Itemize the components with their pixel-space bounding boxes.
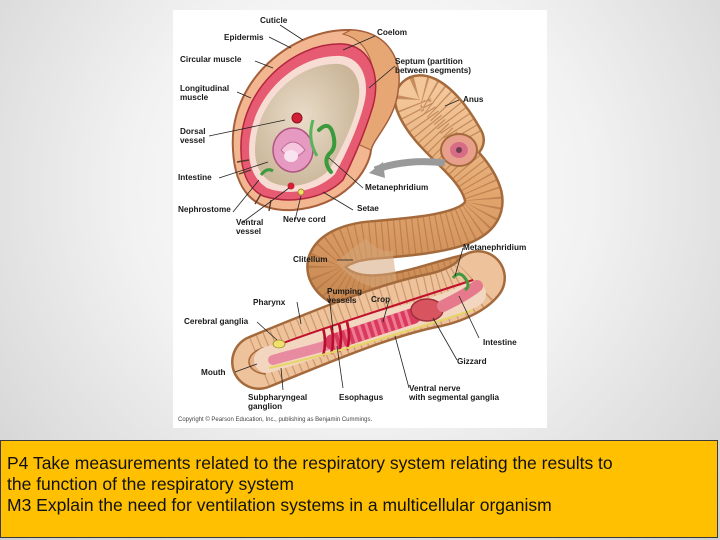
label-nerve-cord: Nerve cord	[283, 215, 326, 224]
label-subpharyngeal-ganglion: Subpharyngeal	[248, 393, 307, 402]
label-intestine-section: Intestine	[178, 173, 212, 182]
anus-end	[440, 133, 478, 167]
label-intestine-body: Intestine	[483, 338, 517, 347]
label-circular-muscle: Circular muscle	[180, 55, 242, 64]
label-epidermis: Epidermis	[224, 33, 264, 42]
label-septum: Septum (partition	[395, 57, 463, 66]
digestive-tract	[254, 272, 486, 373]
caption-line-m3: M3 Explain the need for ventilation syst…	[7, 495, 552, 515]
earthworm-diagram: Cuticle Epidermis Circular muscle Longit…	[178, 16, 526, 423]
clitellum-band	[336, 237, 398, 290]
label-longitudinal-muscle-2: muscle	[180, 93, 209, 102]
label-mouth: Mouth	[201, 368, 226, 377]
leader-lines	[208, 24, 480, 391]
label-pharynx: Pharynx	[253, 298, 286, 307]
label-longitudinal-muscle: Longitudinal	[180, 84, 229, 93]
label-ventral-vessel: Ventral	[236, 218, 263, 227]
label-dorsal-vessel: Dorsal	[180, 127, 205, 136]
worm-body-back	[306, 74, 504, 315]
label-anus: Anus	[463, 95, 484, 104]
label-ventral-nerve: Ventral nerve	[409, 384, 461, 393]
label-metanephridium-body: Metanephridium	[463, 243, 526, 252]
label-ventral-vessel-2: vessel	[236, 227, 261, 236]
diagram-labels: Cuticle Epidermis Circular muscle Longit…	[178, 16, 526, 423]
label-cuticle: Cuticle	[260, 16, 288, 25]
label-cerebral-ganglia: Cerebral ganglia	[184, 317, 249, 326]
label-metanephridium-section: Metanephridium	[365, 183, 428, 192]
label-dorsal-vessel-2: vessel	[180, 136, 205, 145]
label-coelom: Coelom	[377, 28, 407, 37]
label-pumping-vessels: Pumping	[327, 287, 362, 296]
label-setae: Setae	[357, 204, 379, 213]
caption-line-p4: P4 Take measurements related to the resp…	[7, 453, 613, 473]
label-pumping-vessels-2: vessels	[327, 296, 357, 305]
label-crop: Crop	[371, 295, 390, 304]
pointer-arrowhead	[369, 162, 385, 178]
label-ventral-nerve-2: with segmental ganglia	[408, 393, 500, 402]
label-clitellum: Clitellum	[293, 255, 328, 264]
label-nephrostome: Nephrostome	[178, 205, 231, 214]
pointer-arrow	[373, 158, 446, 174]
label-gizzard: Gizzard	[457, 357, 487, 366]
caption-box: P4 Take measurements related to the resp…	[0, 440, 718, 538]
earthworm-anatomy-figure: Cuticle Epidermis Circular muscle Longit…	[173, 10, 547, 428]
label-subpharyngeal-ganglion-2: ganglion	[248, 402, 282, 411]
figure-credit: Copyright © Pearson Education, Inc., pub…	[178, 416, 373, 423]
label-esophagus: Esophagus	[339, 393, 384, 402]
caption-line-p4-cont: the function of the respiratory system	[7, 474, 294, 494]
cross-section	[231, 28, 400, 212]
label-septum-2: between segments)	[395, 66, 471, 75]
